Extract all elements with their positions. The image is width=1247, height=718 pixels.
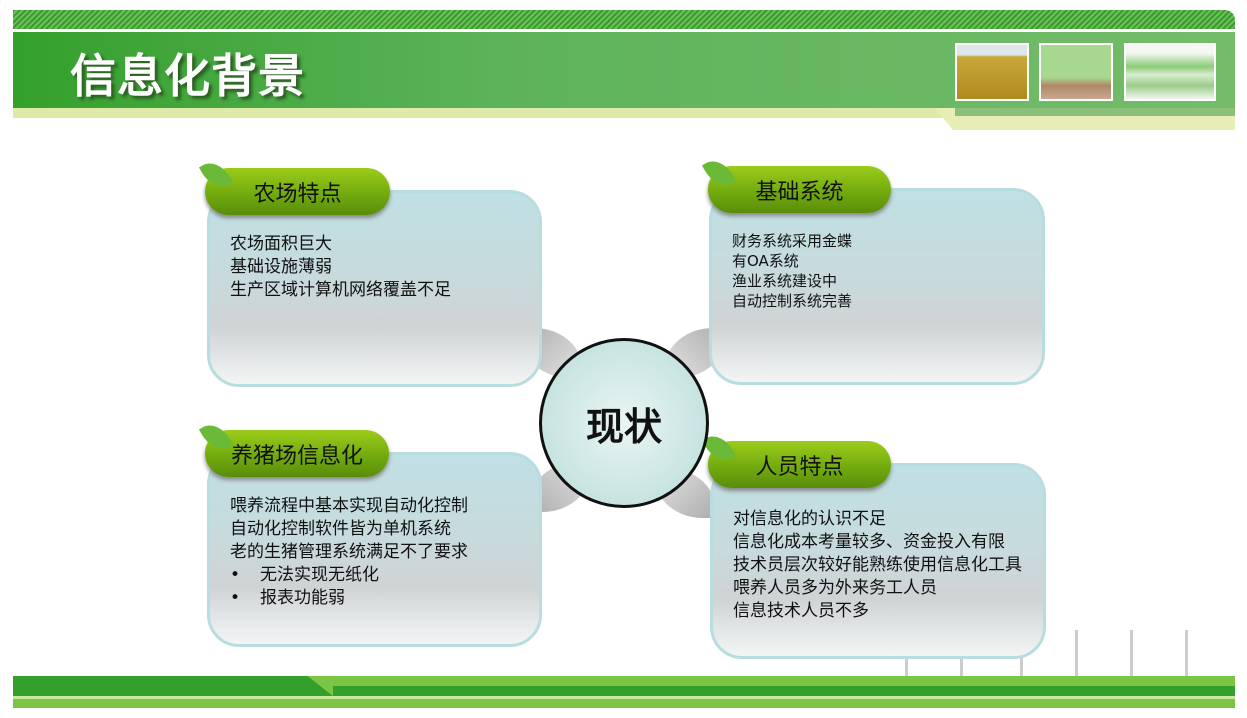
sprout-decoration [1185, 630, 1188, 690]
card-line: 自动化控制软件皆为单机系统 [230, 519, 451, 539]
footer-bar [13, 696, 1235, 699]
card-line: 信息技术人员不多 [733, 601, 869, 621]
sprout-decoration [905, 630, 908, 690]
card-line: 基础设施薄弱 [230, 257, 332, 277]
footer-bar [333, 686, 1235, 696]
footer-bar [13, 676, 333, 696]
header-stripe [13, 10, 1235, 29]
divider [13, 108, 1235, 118]
page-title: 信息化背景 [70, 49, 305, 103]
divider [955, 108, 1235, 116]
card-line: 自动控制系统完善 [732, 292, 853, 310]
card-heading: 基础系统 [708, 166, 891, 213]
card-heading: 养猪场信息化 [205, 430, 389, 477]
card-line: 农场面积巨大 [230, 234, 332, 254]
card-bullet: 无法实现无纸化 [230, 564, 519, 587]
card-line: 技术员层次较好能熟练使用信息化工具 [733, 555, 1022, 575]
card-line: 喂养流程中基本实现自动化控制 [230, 496, 468, 516]
card-line: 财务系统采用金蝶 [732, 232, 853, 250]
card-heading: 农场特点 [205, 168, 390, 215]
card-line: 生产区域计算机网络覆盖不足 [230, 280, 451, 300]
sprout-decoration [1130, 630, 1133, 690]
card-line: 对信息化的认识不足 [733, 509, 886, 529]
sprout-decoration [960, 630, 963, 690]
card-farm-features: 农场面积巨大 基础设施薄弱 生产区域计算机网络覆盖不足 [207, 190, 542, 387]
lake-trees-image [1124, 43, 1216, 101]
card-line: 有OA系统 [732, 252, 799, 270]
sprout-decoration [1020, 630, 1023, 690]
card-bullet: 报表功能弱 [230, 587, 519, 610]
card-heading: 人员特点 [708, 441, 891, 488]
card-pig-farm: 喂养流程中基本实现自动化控制 自动化控制软件皆为单机系统 老的生猪管理系统满足不… [207, 452, 542, 647]
title-bar [13, 32, 1235, 108]
card-base-systems: 财务系统采用金蝶 有OA系统 渔业系统建设中 自动控制系统完善 [709, 188, 1045, 385]
card-staff-features: 对信息化的认识不足 信息化成本考量较多、资金投入有限 技术员层次较好能熟练使用信… [710, 463, 1046, 659]
card-line: 信息化成本考量较多、资金投入有限 [733, 532, 1005, 552]
sprout-decoration [1075, 630, 1078, 690]
wheat-field-image [955, 43, 1029, 101]
card-line: 渔业系统建设中 [732, 272, 838, 290]
sprout-image [1039, 43, 1113, 101]
card-line: 喂养人员多为外来务工人员 [733, 578, 937, 598]
center-circle: 现状 [539, 338, 709, 508]
card-line: 老的生猪管理系统满足不了要求 [230, 542, 468, 562]
